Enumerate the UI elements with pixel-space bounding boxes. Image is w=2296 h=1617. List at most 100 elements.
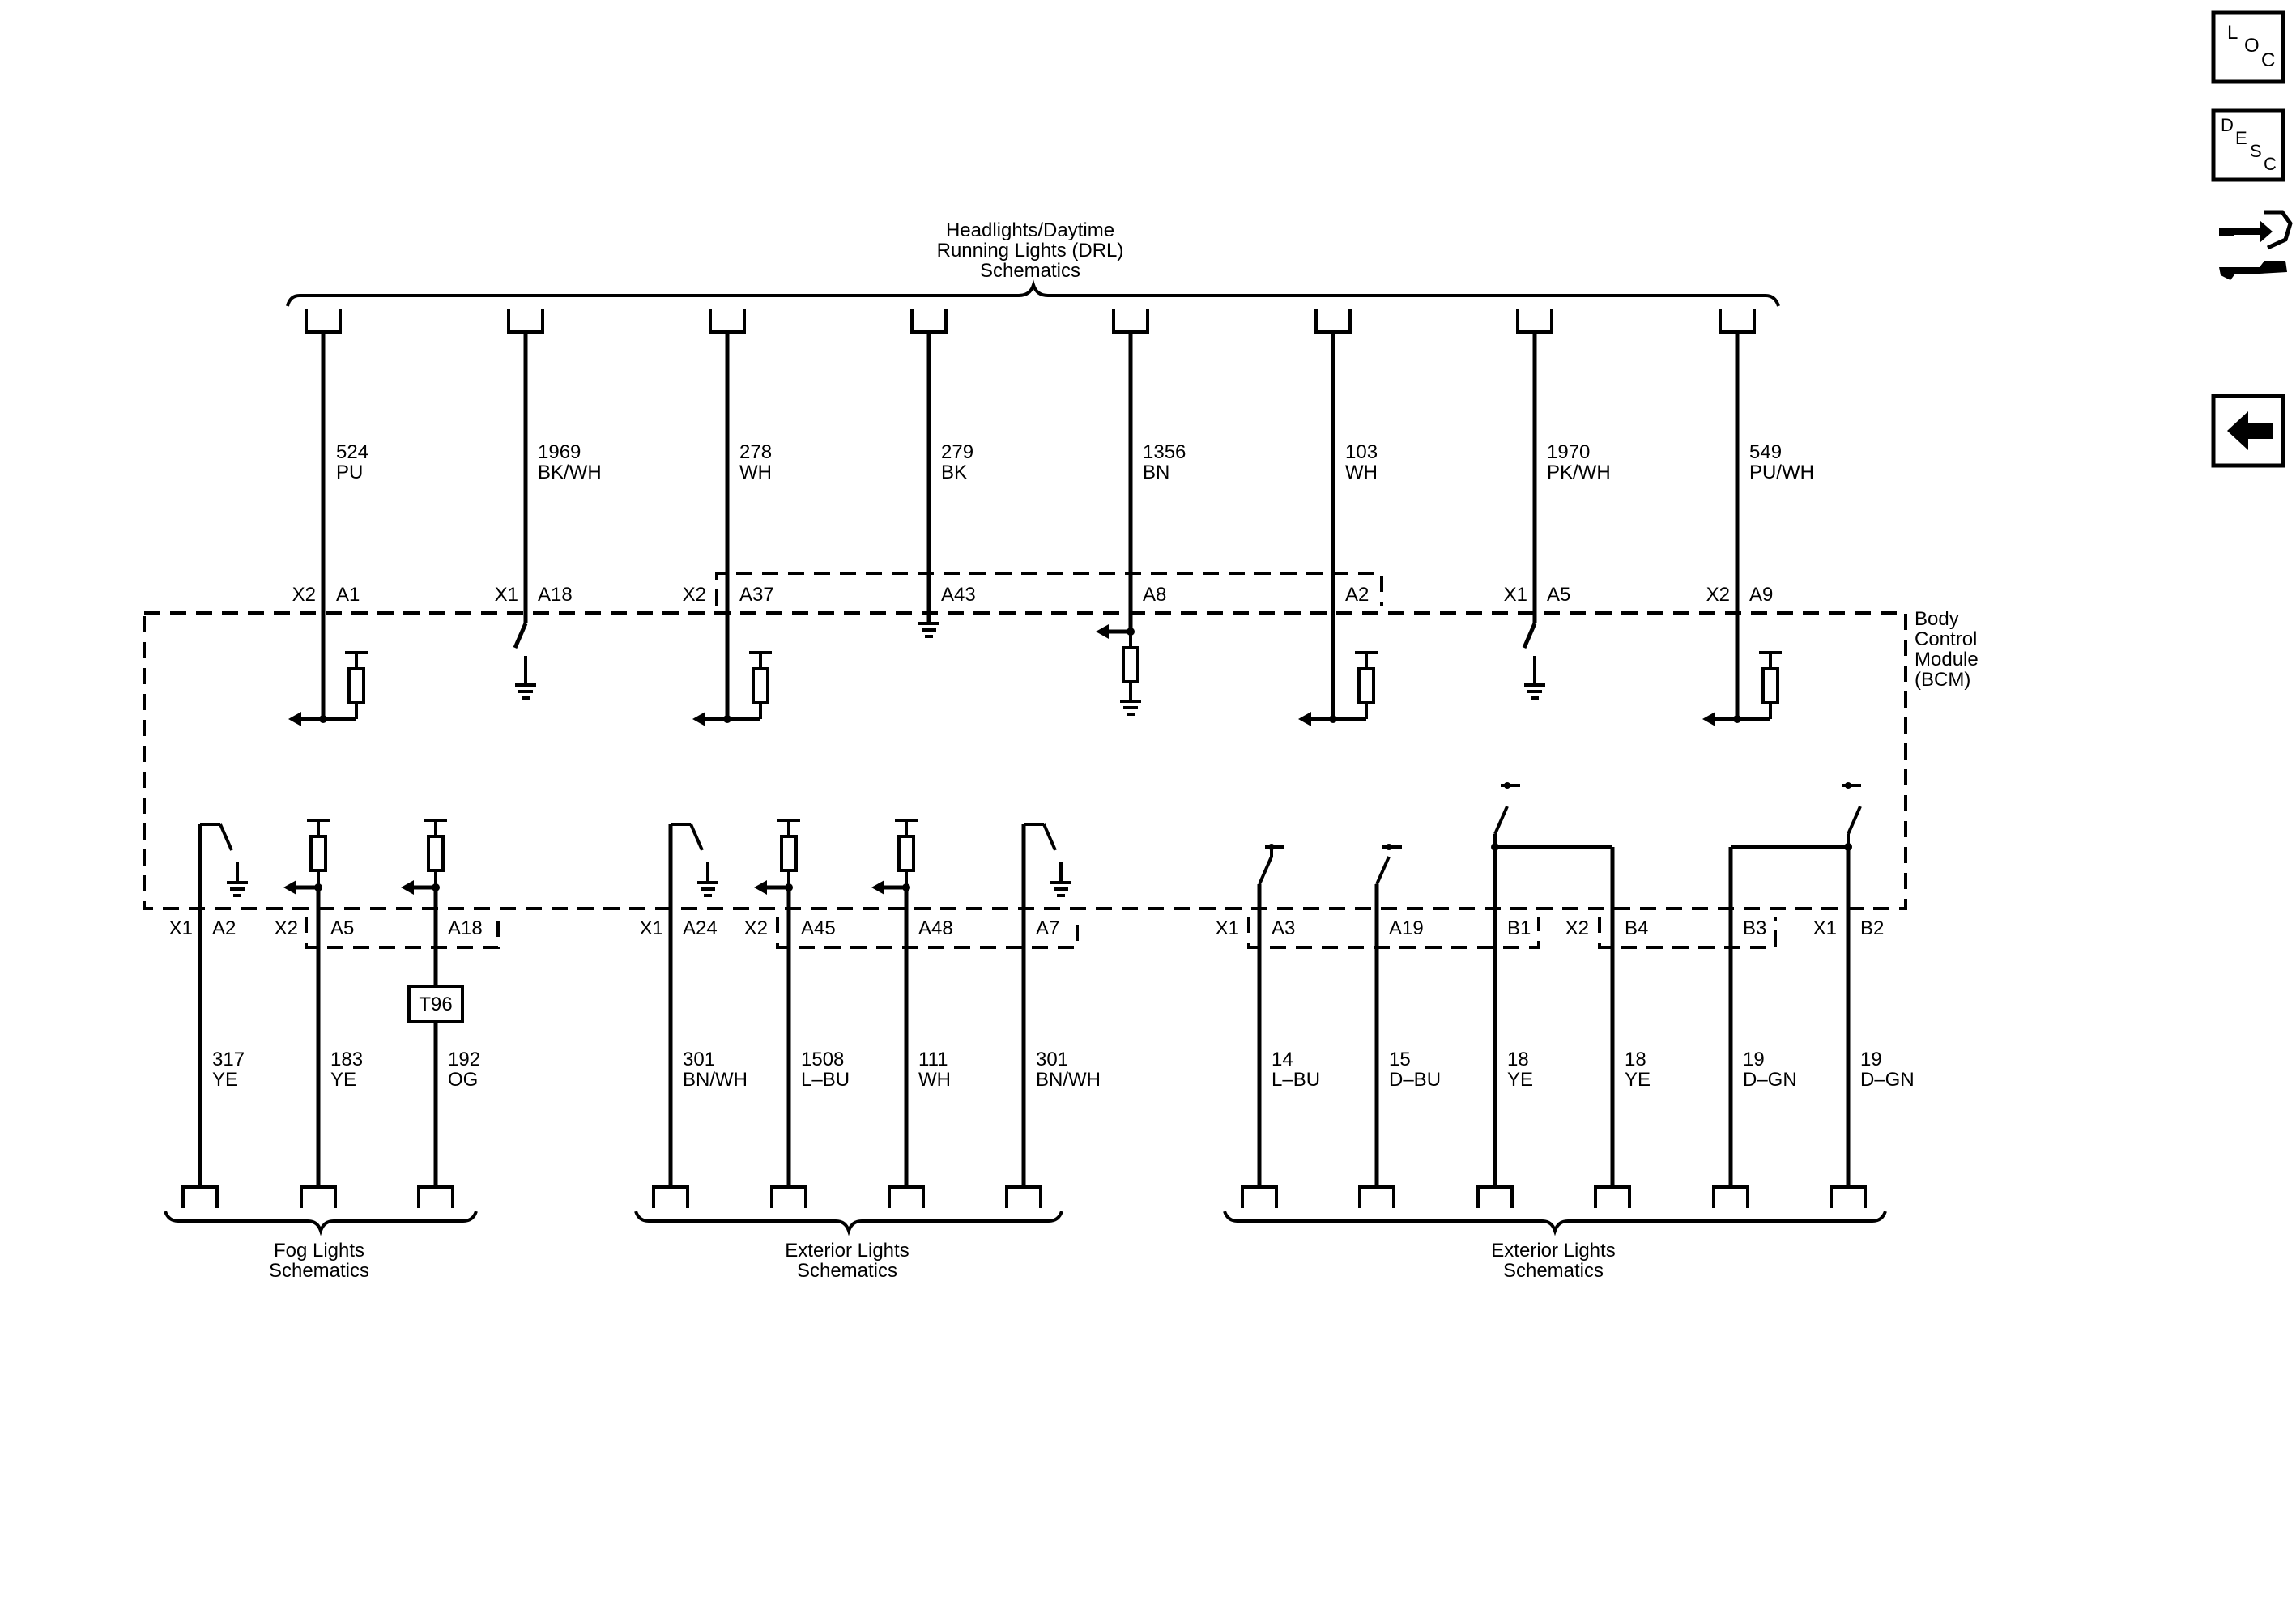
module-label-1: Body <box>1915 608 1959 630</box>
pin-label: A48 <box>918 917 953 939</box>
desc-letter-d: D <box>2221 115 2234 135</box>
loc-letter-o: O <box>2244 35 2260 57</box>
pin-label: B3 <box>1743 917 1766 939</box>
connector-label: X1 <box>1813 917 1837 939</box>
connector-label: X1 <box>1504 584 1527 606</box>
connector-box-ext3 <box>1598 917 1777 949</box>
connector-box-fog <box>305 917 500 949</box>
fog-group-brace <box>164 1211 478 1236</box>
loc-letter-c: C <box>2261 49 2275 71</box>
connector-label: X1 <box>640 917 663 939</box>
wire-color: WH <box>1345 462 1378 483</box>
module-label-3: Module <box>1915 649 1979 670</box>
pin-label: A43 <box>941 584 976 606</box>
circuit-number: 19 <box>1743 1049 1765 1070</box>
wire-color: PU/WH <box>1749 462 1814 483</box>
circuit-number: 18 <box>1625 1049 1646 1070</box>
desc-letter-e: E <box>2235 128 2247 148</box>
connector-label: X1 <box>495 584 518 606</box>
circuit-number: 279 <box>941 441 973 463</box>
wire-color: BK <box>941 462 967 483</box>
circuit-number: 19 <box>1860 1049 1882 1070</box>
pin-label: A8 <box>1143 584 1166 606</box>
top-group-brace <box>286 279 1780 307</box>
loc-letter-l: L <box>2227 22 2238 44</box>
wire-color: WH <box>739 462 772 483</box>
circuit-number: 18 <box>1507 1049 1529 1070</box>
top-wires <box>305 309 1756 719</box>
wire-color: PU <box>336 462 363 483</box>
connector-wrench-icon[interactable] <box>2219 210 2293 280</box>
pin-label: B2 <box>1860 917 1884 939</box>
desc-letter-c: C <box>2264 154 2277 174</box>
top-group-label-2: Running Lights (DRL) <box>937 240 1124 262</box>
pin-label: A18 <box>448 917 483 939</box>
pin-label: A7 <box>1036 917 1059 939</box>
circuit-number: 103 <box>1345 441 1378 463</box>
connector-label: X2 <box>275 917 298 939</box>
connector-label: X1 <box>169 917 193 939</box>
wire-color: WH <box>918 1069 951 1091</box>
circuit-number: 1356 <box>1143 441 1186 463</box>
wire-color: BN/WH <box>1036 1069 1101 1091</box>
wire-color: YE <box>1507 1069 1533 1091</box>
pin-label: A9 <box>1749 584 1773 606</box>
connector-label: X2 <box>1706 584 1730 606</box>
pin-label: A19 <box>1389 917 1424 939</box>
wire-color: D–GN <box>1860 1069 1915 1091</box>
connector-label: X2 <box>1565 917 1589 939</box>
wire-color: BK/WH <box>538 462 602 483</box>
inline-connector-label: T96 <box>419 994 452 1015</box>
pin-label: A3 <box>1272 917 1295 939</box>
pin-label: A24 <box>683 917 718 939</box>
circuit-number: 301 <box>683 1049 715 1070</box>
top-group-label-1: Headlights/Daytime <box>946 219 1114 241</box>
back-arrow-icon <box>2227 411 2273 450</box>
wire-color: YE <box>330 1069 356 1091</box>
circuit-number: 278 <box>739 441 772 463</box>
wire-color: BN/WH <box>683 1069 748 1091</box>
connector-box-ext2 <box>1247 917 1540 949</box>
wire-color: L–BU <box>1272 1069 1320 1091</box>
pin-label: A37 <box>739 584 774 606</box>
pin-label: A2 <box>1345 584 1369 606</box>
pin-label: A5 <box>330 917 354 939</box>
ext-group-brace-2 <box>1223 1211 1887 1236</box>
wire-color: OG <box>448 1069 478 1091</box>
circuit-number: 192 <box>448 1049 480 1070</box>
pin-label: A2 <box>212 917 236 939</box>
back-button[interactable] <box>2211 394 2285 468</box>
circuit-number: 549 <box>1749 441 1782 463</box>
pin-label: A5 <box>1547 584 1570 606</box>
wire-color: L–BU <box>801 1069 850 1091</box>
loc-button[interactable]: L O C <box>2211 10 2285 84</box>
wire-color: YE <box>212 1069 238 1091</box>
connector-x2-outline <box>715 572 1383 606</box>
wire-color: D–GN <box>1743 1069 1797 1091</box>
module-label-2: Control <box>1915 628 1977 650</box>
wire-color: BN <box>1143 462 1169 483</box>
connector-label: X2 <box>744 917 768 939</box>
ext-group-label-1: Exterior Lights <box>785 1240 909 1262</box>
circuit-number: 111 <box>918 1049 948 1070</box>
wire-color: YE <box>1625 1069 1651 1091</box>
connector-label: X1 <box>1216 917 1239 939</box>
circuit-number: 1969 <box>538 441 581 463</box>
circuit-number: 524 <box>336 441 368 463</box>
circuit-number: 1508 <box>801 1049 844 1070</box>
wire-color: PK/WH <box>1547 462 1611 483</box>
pin-label: B1 <box>1507 917 1531 939</box>
desc-button[interactable]: D E S C <box>2211 108 2285 182</box>
wire-color: D–BU <box>1389 1069 1441 1091</box>
ext-group-label-2: Schematics <box>797 1260 897 1282</box>
circuit-number: 14 <box>1272 1049 1293 1070</box>
ext2-group-label-1: Exterior Lights <box>1491 1240 1615 1262</box>
circuit-number: 301 <box>1036 1049 1068 1070</box>
pin-label: B4 <box>1625 917 1648 939</box>
module-label-4: (BCM) <box>1915 669 1970 691</box>
pin-label: A18 <box>538 584 573 606</box>
fog-group-label-1: Fog Lights <box>274 1240 364 1262</box>
ext2-group-label-2: Schematics <box>1503 1260 1604 1282</box>
connector-label: X2 <box>683 584 706 606</box>
